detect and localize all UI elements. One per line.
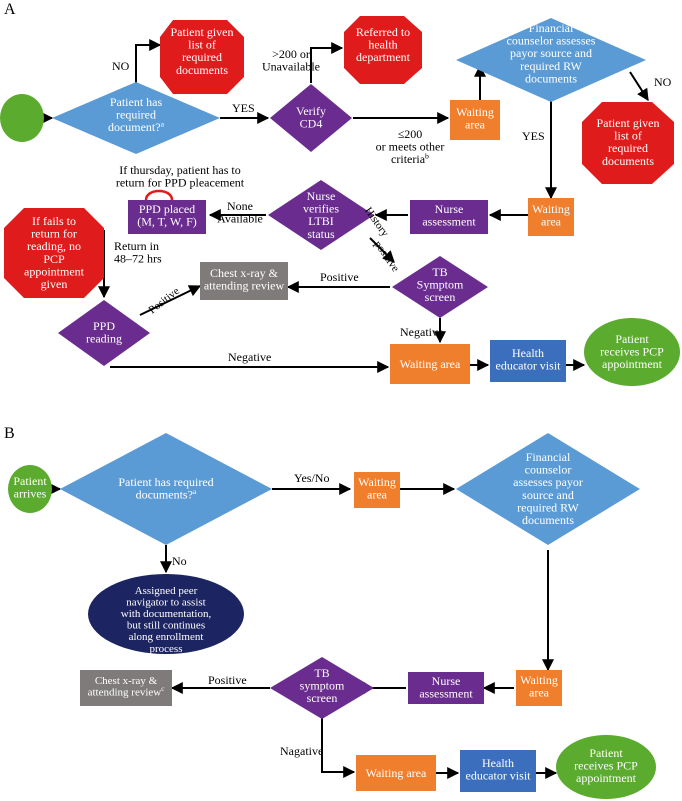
yes-no-label: Yes/No [294, 471, 329, 485]
positive-label-a1: Positive [320, 270, 359, 284]
positive-label-a2: Positive [146, 285, 181, 316]
waiting-area-b3: Waiting area [356, 755, 436, 791]
no-label-a: NO [112, 59, 130, 73]
waiting-area-a3: Waiting area [390, 344, 470, 384]
no-label-a2: NO [654, 75, 672, 89]
panel-a-label: A [4, 1, 16, 18]
svg-text:PPD placed(M, T, W, F): PPD placed(M, T, W, F) [137, 202, 197, 229]
thursday-loop [144, 189, 174, 201]
panel-b-connectors [49, 483, 558, 779]
ppd-placed-box: PPD placed(M, T, W, F) [128, 200, 206, 234]
no-label-b: No [172, 554, 187, 568]
chest-xray-box-b: Chest x-ray &attending reviewc [80, 670, 172, 706]
svg-text:Waiting area: Waiting area [400, 357, 461, 371]
patient-arrives-a [0, 94, 44, 142]
positive-label-b: Positive [208, 673, 247, 687]
svg-text:Chest x-ray &attending reviewc: Chest x-ray &attending reviewc [88, 675, 165, 699]
negative-label-a1: Negative [400, 325, 443, 339]
svg-text:Chest x-ray &attending review: Chest x-ray &attending review [204, 266, 285, 293]
svg-text:Waiting area: Waiting area [366, 766, 427, 780]
yes-label-a2: YES [522, 129, 545, 143]
negative-label-a2: Negative [228, 350, 271, 364]
negative-label-b: Nagative [280, 744, 323, 758]
chest-xray-box-a: Chest x-ray &attending review [200, 262, 288, 300]
yes-label-a: YES [232, 101, 255, 115]
panel-b-label: B [4, 425, 15, 442]
